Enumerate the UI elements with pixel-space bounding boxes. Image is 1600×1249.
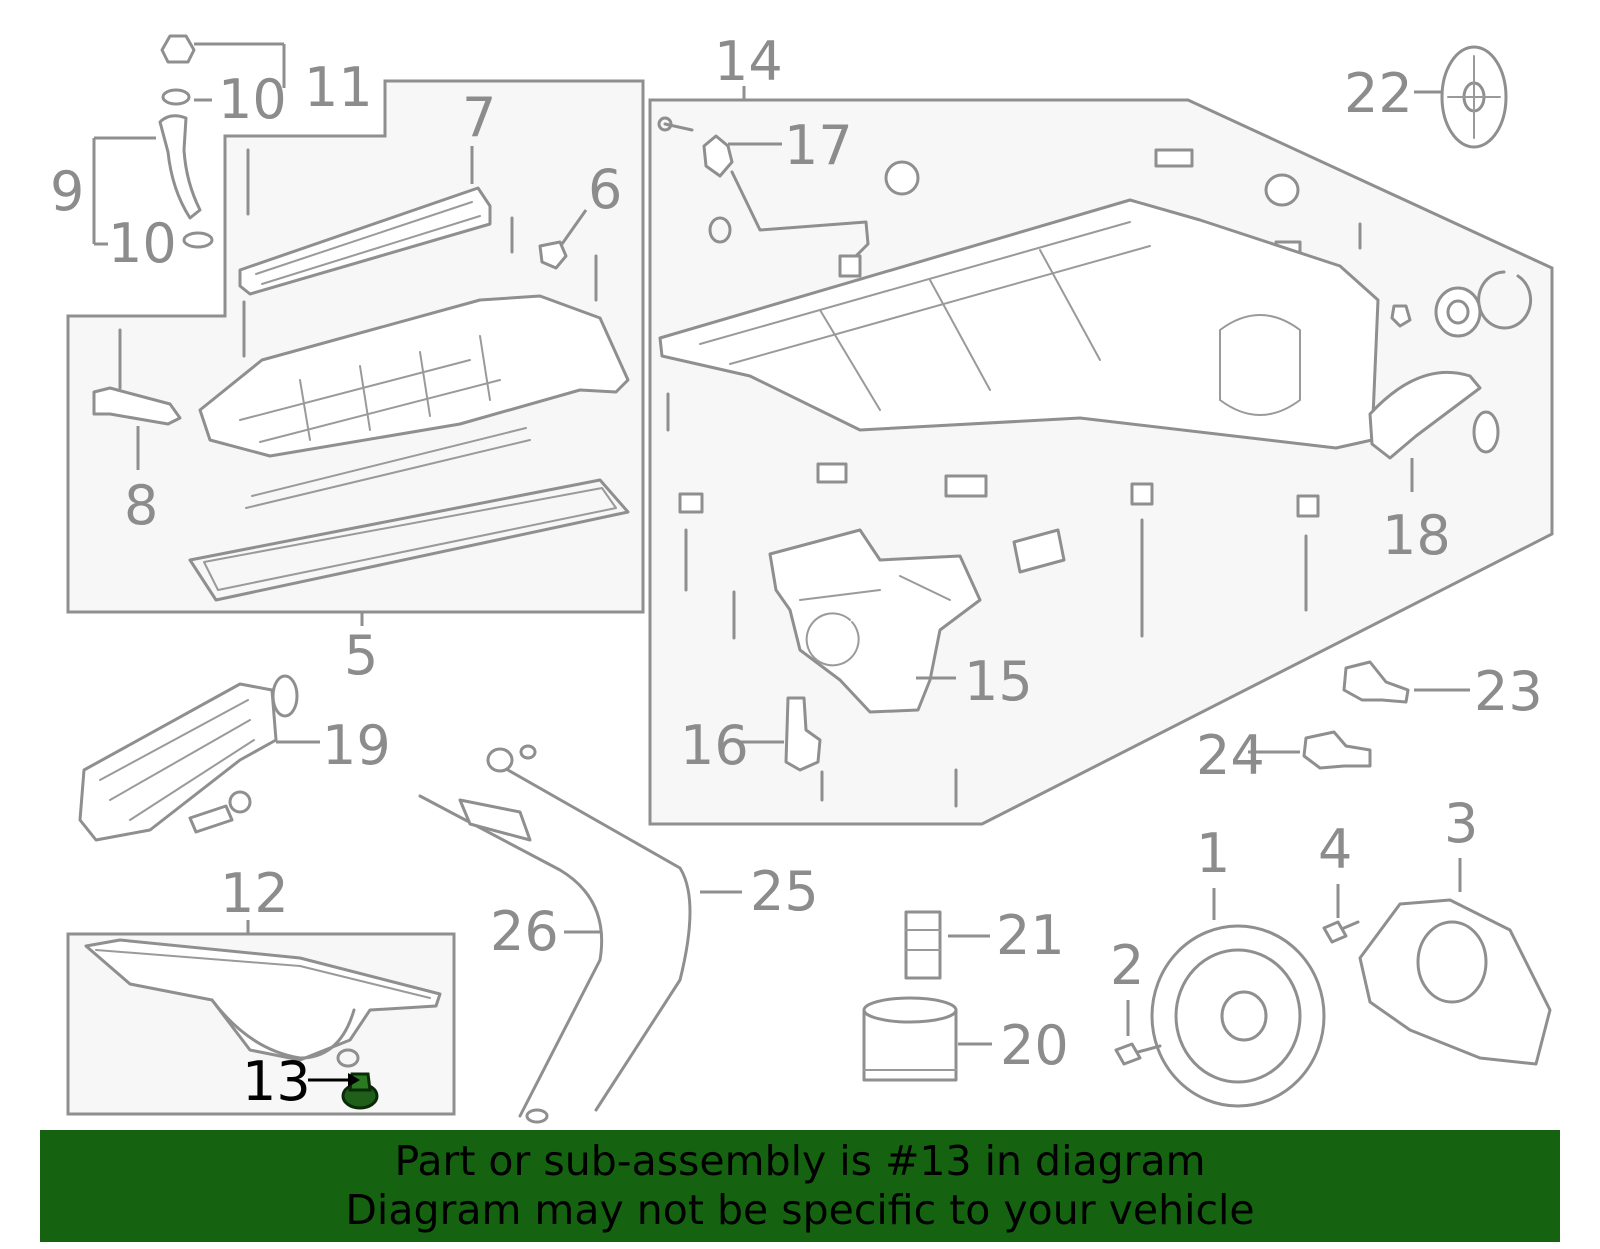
callout-26: 26 <box>490 900 559 963</box>
valve-cover-part <box>92 148 630 602</box>
callout-15: 15 <box>964 650 1033 713</box>
oil-filter-part <box>862 996 958 1082</box>
callout-4: 4 <box>1318 818 1352 881</box>
callout-13-highlighted: 13 <box>242 1050 311 1113</box>
bolt-4-part <box>1322 920 1360 944</box>
oil-pickup-tube-part <box>78 674 299 842</box>
crankshaft-balancer-part <box>1150 924 1326 1108</box>
part-notice-banner: Part or sub-assembly is #13 in diagram D… <box>40 1130 1560 1242</box>
callout-2: 2 <box>1110 934 1144 997</box>
sensor-24-part <box>1302 730 1372 770</box>
oil-pan-part <box>84 938 442 1068</box>
callout-20: 20 <box>1000 1014 1069 1077</box>
callout-17: 17 <box>784 114 853 177</box>
callout-5: 5 <box>344 624 378 687</box>
callout-7: 7 <box>462 86 496 149</box>
sensor-23-part <box>1342 660 1410 704</box>
sprocket-part <box>1440 45 1508 149</box>
callout-10-lower: 10 <box>108 212 177 275</box>
callout-19: 19 <box>322 714 391 777</box>
callout-18: 18 <box>1382 504 1451 567</box>
dipstick-tube-part <box>418 744 692 1124</box>
oil-filter-adapter-part <box>904 910 942 980</box>
banner-line-disclaimer: Diagram may not be specific to your vehi… <box>345 1186 1255 1234</box>
callout-12: 12 <box>220 862 289 925</box>
callout-21: 21 <box>996 904 1065 967</box>
callout-22: 22 <box>1344 62 1413 125</box>
banner-line-part-number: Part or sub-assembly is #13 in diagram <box>394 1137 1206 1185</box>
callout-11: 11 <box>304 56 373 119</box>
callout-23: 23 <box>1474 660 1543 723</box>
callout-3: 3 <box>1444 792 1478 855</box>
rear-main-seal-cover-part <box>1358 898 1552 1066</box>
oil-filler-cap-part <box>158 34 214 249</box>
callout-10-upper: 10 <box>218 68 287 131</box>
callout-24: 24 <box>1196 724 1265 787</box>
callout-16: 16 <box>680 714 749 777</box>
callout-25: 25 <box>750 860 819 923</box>
callout-14: 14 <box>714 30 783 93</box>
engine-block-part <box>657 116 1533 808</box>
callout-1: 1 <box>1196 822 1230 885</box>
callout-8: 8 <box>124 474 158 537</box>
callout-9: 9 <box>50 160 84 223</box>
callout-6: 6 <box>588 158 622 221</box>
bolt-2-part <box>1114 1042 1162 1066</box>
